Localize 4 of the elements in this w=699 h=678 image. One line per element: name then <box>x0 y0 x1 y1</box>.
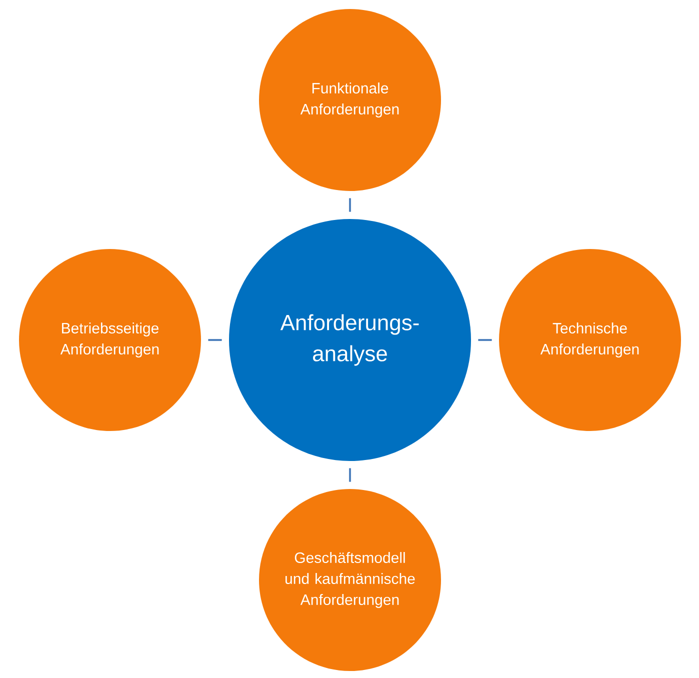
connector-line <box>349 198 351 212</box>
connector-line <box>349 468 351 482</box>
connector-line <box>208 339 222 341</box>
connector-line <box>478 339 492 341</box>
